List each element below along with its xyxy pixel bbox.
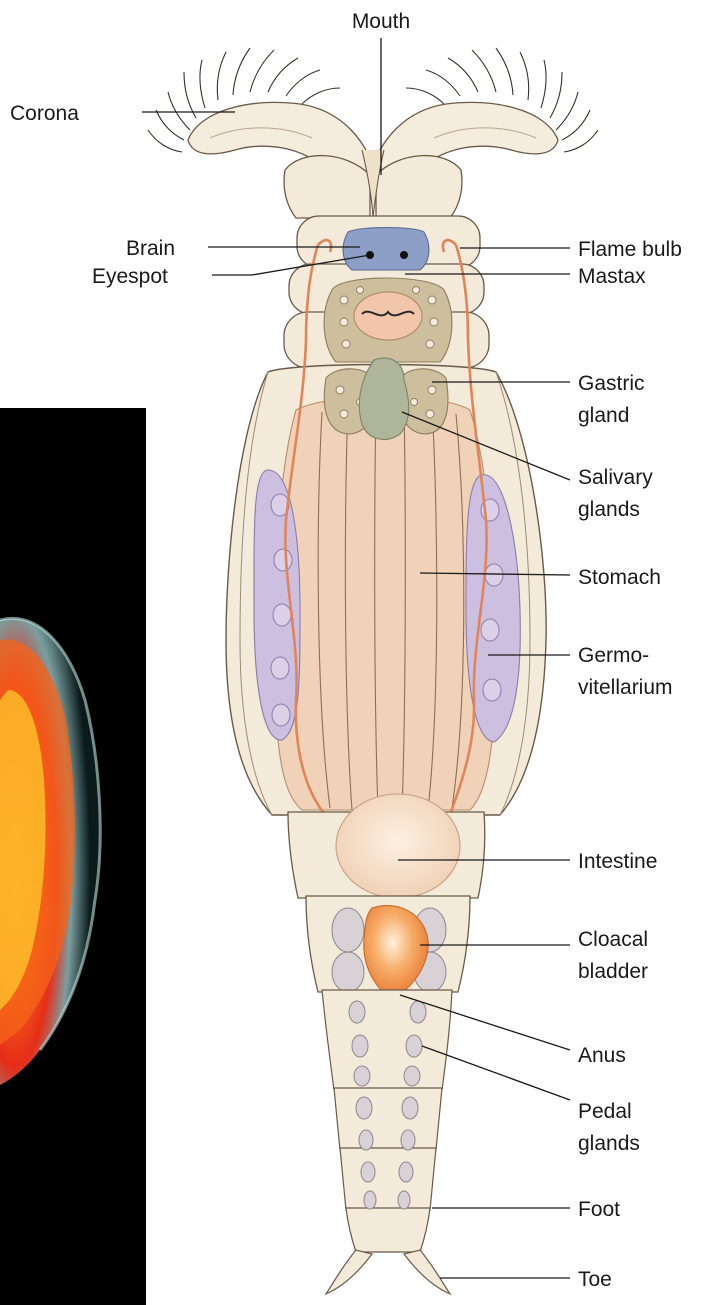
label-eyespot: Eyespot bbox=[92, 265, 168, 288]
label-mouth: Mouth bbox=[352, 10, 410, 33]
stomach bbox=[275, 397, 495, 811]
label-stomach: Stomach bbox=[578, 566, 661, 589]
label-cloacal-bladder-line1: Cloacal bbox=[578, 928, 648, 951]
lower-body bbox=[288, 794, 485, 998]
label-salivary-glands-line2: glands bbox=[578, 498, 640, 521]
label-pedal-glands-line2: glands bbox=[578, 1132, 640, 1155]
label-pedal-glands-line1: Pedal bbox=[578, 1100, 632, 1123]
label-flame-bulb: Flame bulb bbox=[578, 238, 682, 261]
label-gastric-gland-line2: gland bbox=[578, 404, 629, 427]
label-foot: Foot bbox=[578, 1198, 620, 1221]
label-mastax: Mastax bbox=[578, 265, 646, 288]
toe-right bbox=[404, 1250, 450, 1294]
foot bbox=[322, 990, 452, 1294]
intestine bbox=[336, 794, 460, 898]
label-gastric-gland-line1: Gastric bbox=[578, 372, 645, 395]
label-anus: Anus bbox=[578, 1044, 626, 1067]
label-toe: Toe bbox=[578, 1268, 612, 1291]
label-germovitellarium-line2: vitellarium bbox=[578, 676, 673, 699]
rotifer-photo bbox=[0, 408, 146, 1305]
label-salivary-glands-line1: Salivary bbox=[578, 466, 653, 489]
label-cloacal-bladder-line2: bladder bbox=[578, 960, 648, 983]
label-corona: Corona bbox=[10, 102, 79, 125]
toe-left bbox=[326, 1250, 372, 1294]
brain bbox=[343, 228, 429, 271]
mastax bbox=[324, 278, 452, 362]
label-brain: Brain bbox=[126, 237, 175, 260]
label-germovitellarium-line1: Germo- bbox=[578, 644, 649, 667]
label-intestine: Intestine bbox=[578, 850, 657, 873]
